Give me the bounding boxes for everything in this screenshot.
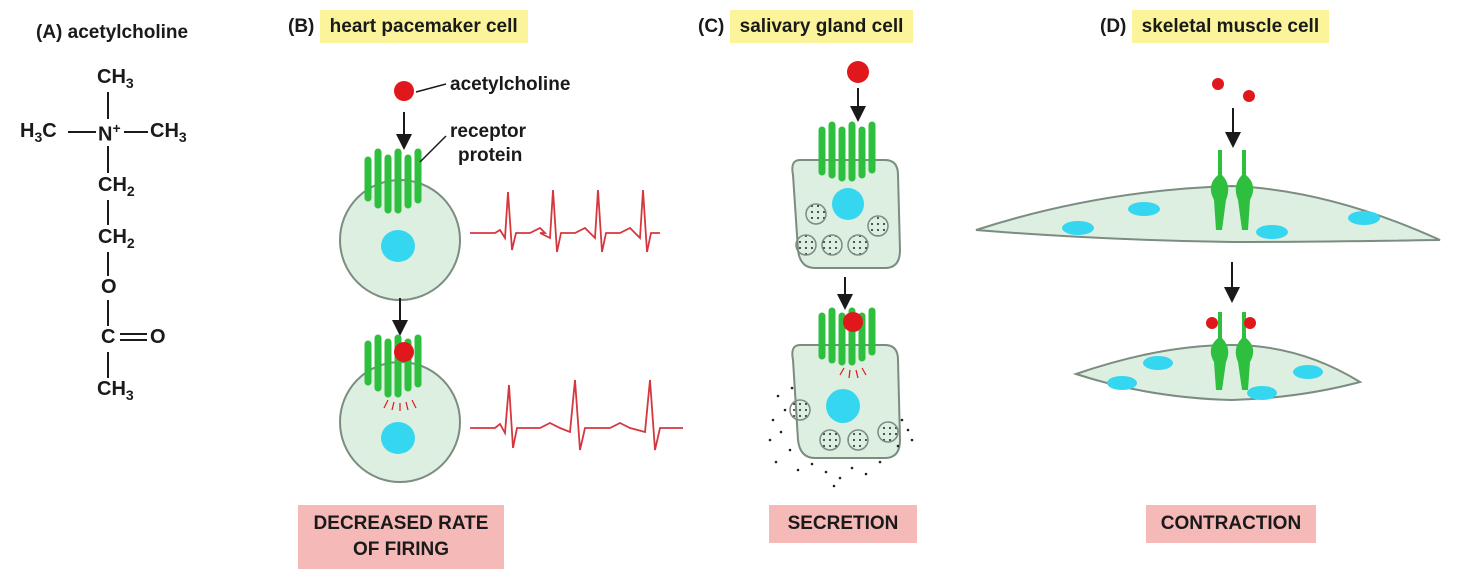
atom-ch2-first: CH2 xyxy=(98,174,135,199)
pacemaker-cell-resting xyxy=(339,148,461,301)
panel-d-heading: (D) skeletal muscle cell xyxy=(1100,10,1330,43)
atom-left-methyl: H3C xyxy=(20,120,57,145)
atom-bottom-methyl: CH3 xyxy=(97,378,134,403)
bound-acetylcholine-d2 xyxy=(1244,317,1256,329)
bound-acetylcholine xyxy=(394,342,414,362)
panel-c-letter: (C) xyxy=(698,16,725,37)
ecg-trace-fast xyxy=(470,189,660,253)
effect-secretion: SECRETION xyxy=(769,505,917,543)
acetylcholine-callout: acetylcholine xyxy=(450,74,571,95)
effect-decreased-rate: DECREASED RATE OF FIRING xyxy=(298,505,504,569)
atom-ch2-second: CH2 xyxy=(98,226,135,251)
pacemaker-cell-bound xyxy=(339,334,461,483)
panel-a-letter: (A) xyxy=(36,22,63,43)
panel-b-heading: (B) heart pacemaker cell xyxy=(288,10,528,43)
panel-a-title: acetylcholine xyxy=(67,22,189,43)
atom-ester-oxygen: O xyxy=(101,276,117,298)
atom-carbonyl-carbon: C xyxy=(101,326,116,348)
panel-d-letter: (D) xyxy=(1100,16,1127,37)
molecule-bonds xyxy=(68,92,148,378)
acetylcholine-free-d2 xyxy=(1243,90,1255,102)
acetylcholine-molecule xyxy=(394,81,414,101)
panel-b-title: heart pacemaker cell xyxy=(319,10,528,43)
panel-c-heading: (C) salivary gland cell xyxy=(698,10,914,43)
atom-top-methyl: CH3 xyxy=(97,66,134,91)
panel-d-title: skeletal muscle cell xyxy=(1131,10,1330,43)
atom-carbonyl-oxygen: O xyxy=(150,326,166,348)
receptor-protein xyxy=(364,148,422,214)
muscle-cell-contracted xyxy=(1072,312,1363,402)
panel-c-title: salivary gland cell xyxy=(729,10,914,43)
atom-nitrogen: N+ xyxy=(98,120,121,146)
acetylcholine-free-d1 xyxy=(1212,78,1224,90)
bound-acetylcholine-d1 xyxy=(1206,317,1218,329)
salivary-cell-resting xyxy=(791,121,902,269)
effect-contraction: CONTRACTION xyxy=(1146,505,1316,543)
panel-b-letter: (B) xyxy=(288,16,315,37)
acetylcholine-free-c xyxy=(847,61,869,83)
panel-a-heading: (A) acetylcholine xyxy=(36,22,188,44)
atom-right-methyl: CH3 xyxy=(150,120,187,145)
ecg-trace-slow xyxy=(470,379,683,451)
receptor-protein-callout: receptor protein xyxy=(450,121,527,166)
muscle-cell-relaxed xyxy=(975,150,1441,244)
salivary-cell-secreting xyxy=(768,307,914,488)
